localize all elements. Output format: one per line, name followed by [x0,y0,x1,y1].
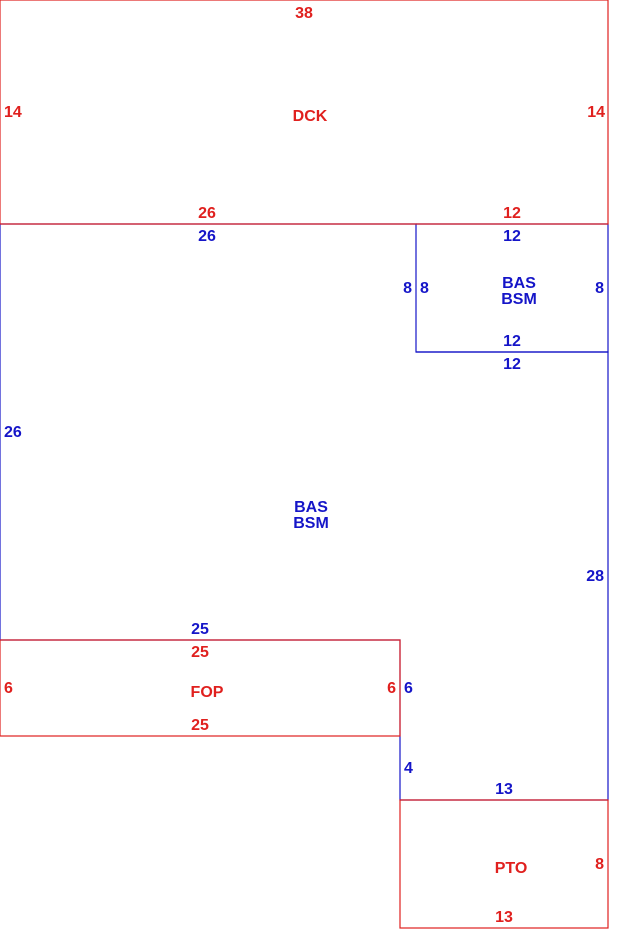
bas-small-bottom-outer-dimension: 12 [503,356,521,373]
fop-area-code: FOP [191,684,224,701]
bas-small-area-code-line2: BSM [501,291,537,308]
fop-left-dimension: 6 [4,680,13,697]
pto-bottom-dimension: 13 [495,909,513,926]
pto-area-code: PTO [495,860,528,877]
bas-main-notch-dimension: 8 [403,280,412,297]
dck-top-dimension: 38 [295,5,313,22]
bas-main-area-code-line2: BSM [293,515,329,532]
bas-small-bottom-inner-dimension: 12 [503,333,521,350]
fop-top-dimension: 25 [191,644,209,661]
bas-small-right-dimension: 8 [595,280,604,297]
fop-bottom-dimension: 25 [191,717,209,734]
dck-area-code: DCK [293,108,328,125]
bas-main-area-code-line1: BAS [294,499,328,516]
dck-bottom-left-dimension: 26 [198,205,216,222]
fop-outline [0,639,401,737]
bas-main-left-dimension: 26 [4,424,22,441]
bas-small-top-dimension: 12 [503,228,521,245]
dck-bottom-right-dimension: 12 [503,205,521,222]
dck-left-dimension: 14 [4,104,22,121]
bas-small-area-code-line1: BAS [502,275,536,292]
bas-small-left-dimension: 8 [420,280,429,297]
pto-outline [399,799,609,929]
dck-right-dimension: 14 [587,104,605,121]
bas-main-right-dimension: 28 [586,568,604,585]
pto-right-dimension: 8 [595,856,604,873]
bas-main-step-dimension: 6 [404,680,413,697]
dck-outline [0,0,609,225]
bas-main-step2-dimension: 4 [404,760,413,777]
bas-main-bottom-dimension: 25 [191,621,209,638]
fop-right-dimension: 6 [387,680,396,697]
bas-main-top-dimension: 26 [198,228,216,245]
bas-main-bottom-right-dimension: 13 [495,781,513,798]
